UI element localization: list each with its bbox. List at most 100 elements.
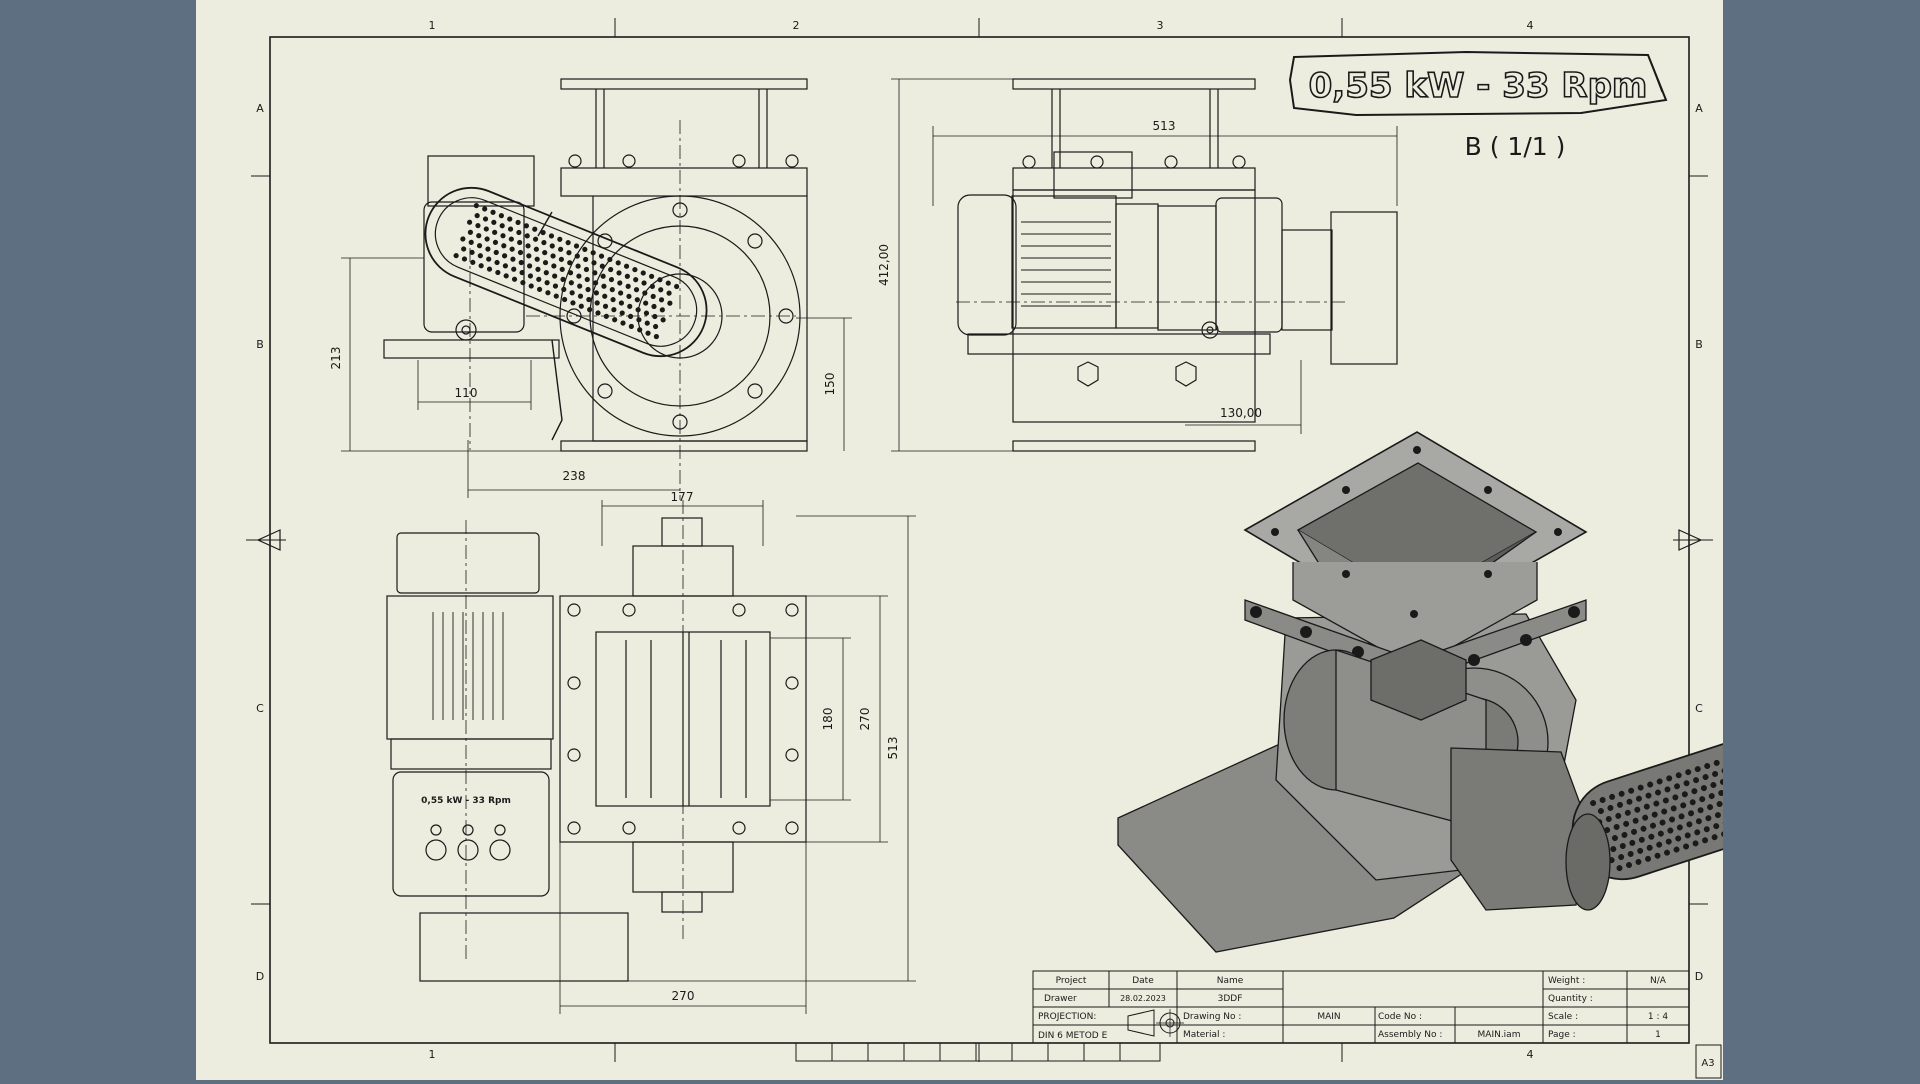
perforation-hole xyxy=(1597,808,1604,815)
perforation-hole xyxy=(561,286,567,293)
perforation-pattern xyxy=(453,202,680,340)
perforation-hole xyxy=(511,276,518,282)
perforation-hole xyxy=(578,303,584,309)
perforation-hole xyxy=(532,236,539,242)
perforation-hole xyxy=(1627,850,1634,857)
perforation-hole xyxy=(1625,862,1632,869)
perforation-hole xyxy=(1673,846,1680,853)
zone-col-4-bottom: 4 xyxy=(1527,1048,1534,1061)
perforation-hole xyxy=(476,233,482,239)
perforation-hole xyxy=(518,259,524,266)
perforation-hole xyxy=(600,273,606,279)
perforation-hole xyxy=(526,253,532,259)
perforation-hole xyxy=(644,320,650,326)
perforation-hole xyxy=(476,243,483,249)
perforation-hole xyxy=(532,226,538,232)
perforation-hole xyxy=(617,280,623,286)
zone-col-3: 3 xyxy=(1157,19,1164,32)
perforation-hole xyxy=(1704,762,1711,769)
perforation-hole xyxy=(649,283,655,290)
perforation-hole xyxy=(1640,825,1647,832)
perforation-hole xyxy=(548,233,555,239)
perforation-hole xyxy=(1670,805,1677,812)
zone-row-a: A xyxy=(256,102,264,115)
perforation-hole xyxy=(468,239,474,245)
perforation-hole xyxy=(608,276,615,283)
perforation-hole xyxy=(632,267,638,273)
top-view-dim-text: 177 513 270 180 270 xyxy=(671,490,900,1003)
perforation-hole xyxy=(461,246,467,252)
perforation-hole xyxy=(1700,785,1707,792)
tb-date: 28.02.2023 xyxy=(1120,994,1166,1003)
perforation-hole xyxy=(665,280,671,286)
perforation-hole xyxy=(1646,844,1653,851)
perforation-hole xyxy=(1685,769,1692,776)
perforation-hole xyxy=(1623,820,1630,827)
perforation-hole xyxy=(602,293,608,299)
perforation-hole xyxy=(501,243,507,249)
perforation-hole xyxy=(567,270,574,276)
perforation-hole xyxy=(1628,787,1635,794)
side-view xyxy=(383,78,808,500)
zone-row-d-right: D xyxy=(1695,970,1703,983)
perforation-hole xyxy=(1714,812,1721,819)
perforation-hole xyxy=(536,286,543,292)
perforation-hole xyxy=(557,236,563,242)
perforation-hole xyxy=(523,223,530,229)
perforation-hole xyxy=(467,229,474,235)
perforation-hole xyxy=(502,263,508,269)
tb-assembly-no-label: Assembly No : xyxy=(1378,1030,1442,1040)
perforation-hole xyxy=(616,270,622,276)
perforation-hole xyxy=(587,306,593,313)
perforation-hole xyxy=(1654,852,1661,859)
perforation-hole xyxy=(1680,802,1687,809)
perforation-hole xyxy=(550,253,556,259)
perforation-hole xyxy=(1643,803,1650,810)
zone-col-4: 4 xyxy=(1527,19,1534,32)
iso-gearbox xyxy=(1450,747,1587,911)
perforation-hole xyxy=(568,280,574,286)
perforation-hole xyxy=(573,243,580,249)
technical-drawing: 1 2 3 4 1 4 A B C D A B C D A3 0,55 kW -… xyxy=(196,0,1828,1080)
perforation-hole xyxy=(1672,794,1679,801)
side-view-dim-text: 213 110 238 150 xyxy=(329,347,837,483)
perforation-hole xyxy=(569,290,575,296)
perforation-hole xyxy=(633,287,640,293)
perforation-hole xyxy=(594,300,600,306)
perforation-hole xyxy=(495,269,501,276)
perforation-hole xyxy=(636,317,642,323)
perforation-hole xyxy=(491,219,497,225)
perforation-hole xyxy=(583,266,590,273)
view-label: B ( 1/1 ) xyxy=(1465,132,1566,161)
perforation-hole xyxy=(1667,827,1674,834)
perforation-hole xyxy=(599,263,605,269)
perforation-hole xyxy=(492,229,498,235)
perforation-hole xyxy=(666,290,672,296)
perforation-hole xyxy=(1711,834,1718,841)
perforation-hole xyxy=(1613,823,1620,830)
tb-method: DIN 6 METOD E xyxy=(1038,1031,1108,1041)
perforation-hole xyxy=(1702,837,1709,844)
perforation-hole xyxy=(1607,804,1614,811)
perforation-hole xyxy=(1630,828,1637,835)
perforation-hole xyxy=(1683,780,1690,787)
perforation-hole xyxy=(475,223,481,229)
perforation-hole xyxy=(1629,839,1636,846)
zone-labels: 1 2 3 4 1 4 A B C D A B C D A3 xyxy=(256,19,1715,1069)
perforation-hole xyxy=(593,290,599,296)
perforation-hole xyxy=(1656,778,1663,785)
perforation-hole xyxy=(1707,804,1714,811)
perforation-hole xyxy=(551,263,557,269)
perforation-hole xyxy=(1657,830,1664,837)
perforation-hole xyxy=(657,277,663,283)
dim-top-width: 177 xyxy=(671,490,694,504)
side-view-dimensions xyxy=(341,257,852,498)
top-view-dimensions xyxy=(559,500,916,1014)
perforation-hole xyxy=(584,276,590,283)
perforation-hole xyxy=(601,283,607,289)
tb-scale-label: Scale : xyxy=(1548,1012,1578,1022)
perforation-hole xyxy=(525,243,531,249)
perforation-hole xyxy=(628,323,634,330)
perforation-hole xyxy=(602,303,609,309)
perforation-hole xyxy=(519,269,525,276)
